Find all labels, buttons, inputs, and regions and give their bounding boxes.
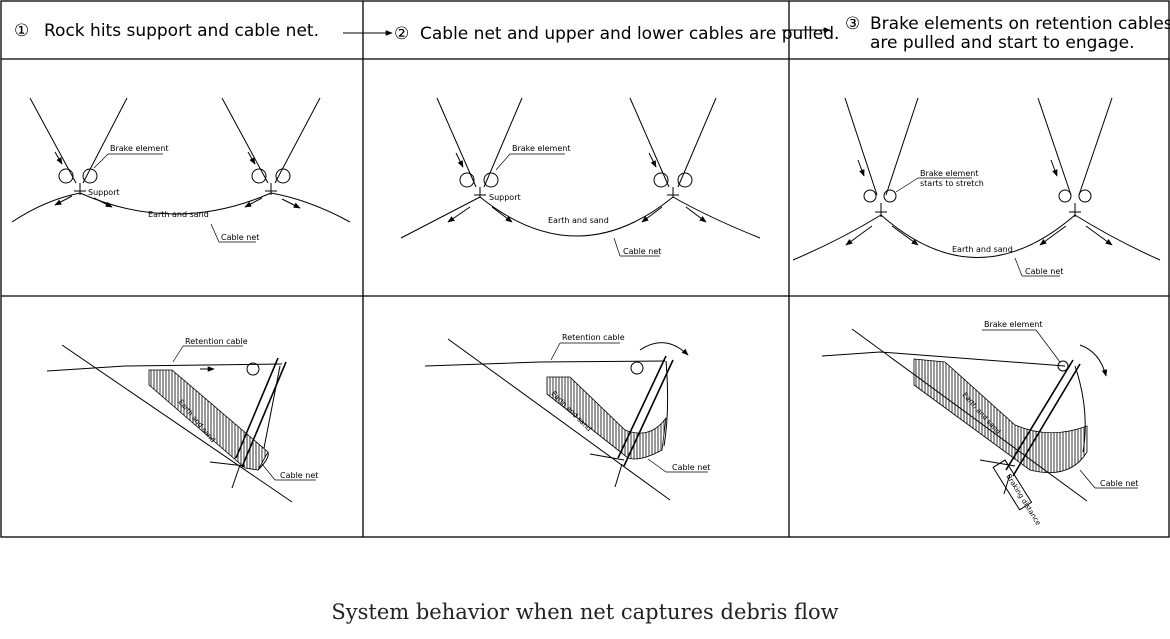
- panel-3-bottom: Braking distance Brake element Earth and…: [821, 320, 1138, 527]
- step-3-text-line1: Brake elements on retention cables: [870, 14, 1170, 34]
- p1b-net-label: Cable net: [280, 471, 318, 480]
- step-2-header: ② Cable net and upper and lower cables a…: [394, 24, 839, 44]
- step-1-number: ①: [14, 21, 29, 41]
- p2b-retention-label: Retention cable: [562, 333, 625, 342]
- panel-2-bottom: Retention cable Earth and sand Cable net: [424, 333, 710, 501]
- panel-1-bottom: Retention cable Earth and sand Cable net: [46, 337, 318, 503]
- panel-3-top: Brake element starts to stretch Earth an…: [792, 97, 1161, 277]
- p1b-retention-label: Retention cable: [185, 337, 248, 346]
- p2-brake-label: Brake element: [512, 144, 570, 153]
- p2-support-label: Support: [489, 193, 521, 202]
- step-3-text-line2: are pulled and start to engage.: [870, 33, 1135, 53]
- p1-support-label: Support: [88, 188, 120, 197]
- p3-brake-label: Brake element: [920, 169, 978, 178]
- panel-1-top: Brake element Support Earth and sand Cab…: [11, 97, 351, 243]
- step-2-number: ②: [394, 24, 409, 44]
- p2b-net-label: Cable net: [672, 463, 710, 472]
- p2-earth-label: Earth and sand: [548, 216, 609, 225]
- p3-stretch-label: starts to stretch: [920, 179, 984, 188]
- p2-net-label: Cable net: [623, 247, 661, 256]
- p1-brake-label: Brake element: [110, 144, 168, 153]
- p3b-net-label: Cable net: [1100, 479, 1138, 488]
- p1-earth-label: Earth and sand: [148, 210, 209, 219]
- table-frame: [0, 0, 1170, 538]
- p3b-brake-label: Brake element: [984, 320, 1042, 329]
- debris-flow-diagram: ① Rock hits support and cable net. ② Cab…: [0, 0, 1170, 538]
- step-3-header: ③ Brake elements on retention cables are…: [845, 14, 1170, 53]
- step-3-number: ③: [845, 14, 860, 34]
- step-1-header: ① Rock hits support and cable net.: [14, 21, 319, 41]
- figure-caption: System behavior when net captures debris…: [331, 600, 839, 624]
- p3-earth-label: Earth and sand: [952, 245, 1013, 254]
- p3-net-label: Cable net: [1025, 267, 1063, 276]
- panel-2-top: Brake element Support Earth and sand Cab…: [400, 97, 761, 257]
- step-1-text: Rock hits support and cable net.: [44, 21, 319, 41]
- p1-net-label: Cable net: [221, 233, 259, 242]
- step-2-text: Cable net and upper and lower cables are…: [420, 24, 839, 44]
- p3b-braking-label: Braking distance: [1004, 473, 1042, 527]
